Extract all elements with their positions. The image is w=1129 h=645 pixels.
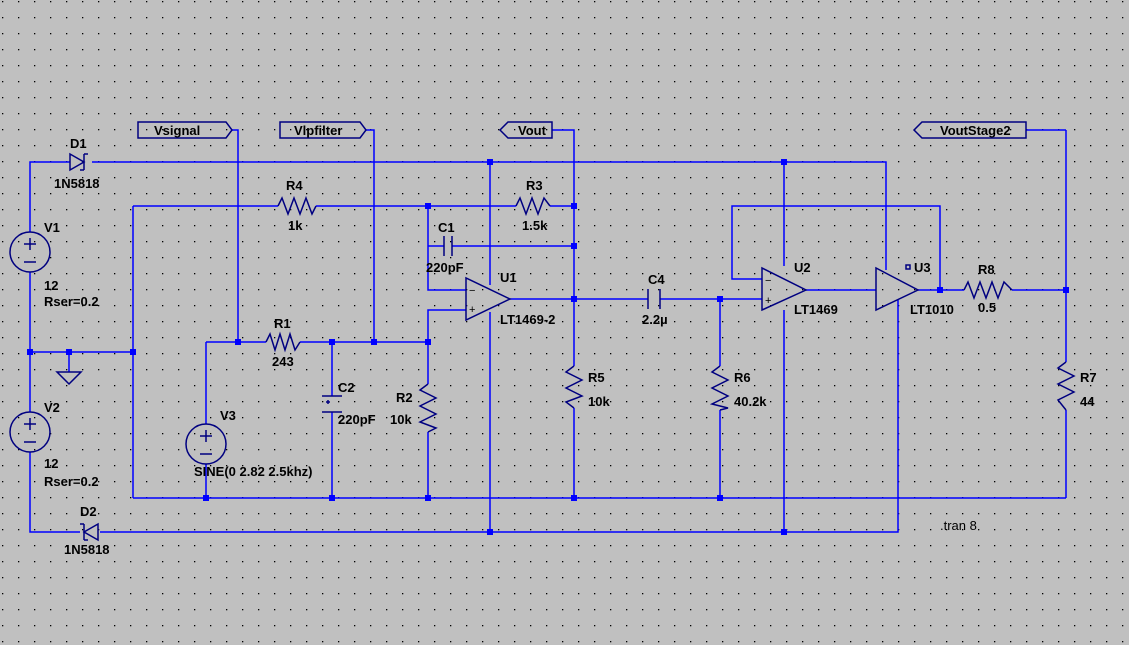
net-label-vsignal[interactable]: Vsignal — [137, 121, 233, 139]
u1-name: U1 — [500, 270, 517, 285]
v2-name: V2 — [44, 400, 60, 415]
r6-name: R6 — [734, 370, 751, 385]
resistor-r6-symbol[interactable] — [709, 365, 730, 411]
component-labels: D1 1N5818 D2 1N5818 V1 12 Rser=0.2 V2 12… — [44, 136, 1097, 557]
c1-name: C1 — [438, 220, 455, 235]
net-label-vout[interactable]: Vout — [498, 121, 553, 139]
opamp-u2-symbol[interactable]: − + — [761, 266, 808, 312]
r7-value: 44 — [1080, 394, 1095, 409]
v3-value: SINE(0 2.82 2.5khz) — [194, 464, 313, 479]
r1-value: 243 — [272, 354, 294, 369]
resistor-r8-symbol[interactable] — [963, 279, 1013, 301]
u2-plus-pin: + — [765, 295, 771, 307]
u1-plus-pin: + — [469, 304, 475, 316]
u1-minus-pin: − — [469, 285, 475, 297]
r4-name: R4 — [286, 178, 303, 193]
net-label-vlpfilter-text: Vlpfilter — [294, 123, 342, 138]
c2-value: 220pF — [338, 412, 376, 427]
voltage-source-v3-symbol[interactable] — [185, 423, 227, 465]
buffer-u3-symbol[interactable] — [875, 264, 920, 312]
d2-name: D2 — [80, 504, 97, 519]
r8-value: 0.5 — [978, 300, 996, 315]
r6-value: 40.2k — [734, 394, 767, 409]
diode-d1-symbol[interactable] — [69, 152, 88, 172]
c2-name: C2 — [338, 380, 355, 395]
v1-param: Rser=0.2 — [44, 294, 99, 309]
net-label-vlpfilter[interactable]: Vlpfilter — [279, 121, 367, 139]
capacitor-c1-symbol[interactable] — [443, 236, 453, 256]
capacitor-c4-symbol[interactable] — [647, 289, 661, 309]
opamp-u1-symbol[interactable]: − + — [465, 276, 512, 322]
r3-name: R3 — [526, 178, 543, 193]
net-label-voutstage2-text: VoutStage2 — [940, 123, 1011, 138]
r5-value: 10k — [588, 394, 610, 409]
resistor-r7-symbol[interactable] — [1056, 361, 1076, 411]
resistor-r4-symbol[interactable] — [277, 195, 317, 217]
resistor-r5-symbol[interactable] — [564, 365, 584, 409]
resistor-r3-symbol[interactable] — [515, 195, 551, 217]
net-label-vsignal-text: Vsignal — [154, 123, 200, 138]
u2-minus-pin: − — [765, 275, 771, 287]
u3-name: U3 — [914, 260, 931, 275]
spice-directive[interactable]: .tran 8 — [940, 518, 977, 533]
u3-value: LT1010 — [910, 302, 954, 317]
r5-name: R5 — [588, 370, 605, 385]
wires — [29, 129, 1067, 533]
resistor-r1-symbol[interactable] — [265, 331, 301, 353]
r2-value: 10k — [390, 412, 412, 427]
u2-name: U2 — [794, 260, 811, 275]
c4-value: 2.2µ — [642, 312, 668, 327]
net-label-voutstage2[interactable]: VoutStage2 — [912, 121, 1027, 139]
u2-value: LT1469 — [794, 302, 838, 317]
u1-value: LT1469-2 — [500, 312, 555, 327]
v1-value: 12 — [44, 278, 58, 293]
r2-name: R2 — [396, 390, 413, 405]
capacitor-c2-symbol[interactable] — [322, 395, 342, 413]
r1-name: R1 — [274, 316, 291, 331]
ground-symbol[interactable] — [55, 371, 83, 386]
v3-name: V3 — [220, 408, 236, 423]
d2-value: 1N5818 — [64, 542, 110, 557]
r4-value: 1k — [288, 218, 303, 233]
voltage-source-v2-symbol[interactable] — [9, 411, 51, 453]
diode-d2-symbol[interactable] — [80, 522, 99, 542]
r8-name: R8 — [978, 262, 995, 277]
d1-name: D1 — [70, 136, 87, 151]
v1-name: V1 — [44, 220, 60, 235]
v2-value: 12 — [44, 456, 58, 471]
resistor-r2-symbol[interactable] — [418, 383, 438, 433]
c1-value: 220pF — [426, 260, 464, 275]
r7-name: R7 — [1080, 370, 1097, 385]
junctions — [27, 159, 1069, 535]
d1-value: 1N5818 — [54, 176, 100, 191]
net-label-vout-text: Vout — [518, 123, 547, 138]
r3-value: 1.5k — [522, 218, 548, 233]
c4-name: C4 — [648, 272, 665, 287]
v2-param: Rser=0.2 — [44, 474, 99, 489]
voltage-source-v1-symbol[interactable] — [9, 231, 51, 273]
